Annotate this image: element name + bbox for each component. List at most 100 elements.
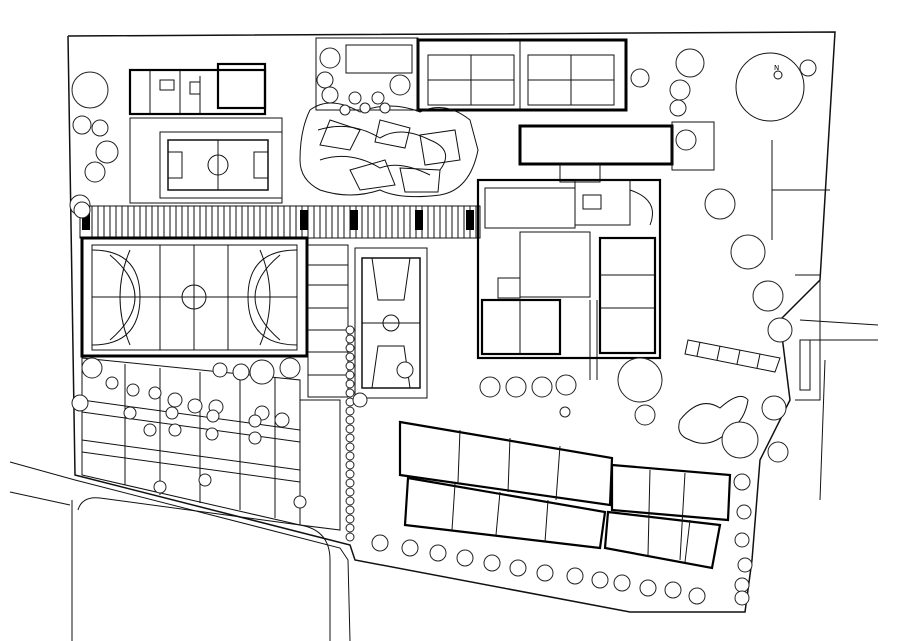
tree — [167, 392, 183, 408]
tree — [730, 234, 766, 270]
small-tree — [345, 514, 355, 524]
north-arrow: N — [735, 52, 805, 122]
tree — [143, 423, 157, 437]
street-outline — [9, 461, 351, 641]
tree — [559, 406, 571, 418]
small-tree — [345, 379, 355, 389]
tree — [799, 59, 817, 77]
tennis-courts — [416, 38, 628, 112]
tree — [348, 91, 362, 105]
tree — [752, 280, 784, 312]
tree — [613, 574, 631, 592]
tree — [483, 554, 501, 572]
upper-basketball-court — [129, 117, 283, 204]
tree — [479, 376, 501, 398]
tree — [389, 74, 411, 96]
tree — [509, 559, 527, 577]
tree — [664, 581, 682, 599]
small-tree — [345, 433, 355, 443]
tree — [105, 376, 119, 390]
tree — [733, 473, 751, 491]
small-tree — [345, 451, 355, 461]
tree — [123, 406, 137, 420]
main-sports-field — [80, 236, 309, 358]
small-tree — [345, 361, 355, 371]
tree — [168, 423, 182, 437]
small-tree — [345, 505, 355, 515]
landscape-garden — [299, 102, 479, 198]
seating-steps — [684, 339, 781, 373]
tree — [429, 544, 447, 562]
tree — [91, 119, 109, 137]
tree — [737, 557, 753, 573]
main-school-building — [476, 178, 662, 380]
tree — [767, 441, 789, 463]
tree — [71, 71, 109, 109]
site-boundary — [67, 31, 879, 613]
small-tree — [345, 442, 355, 452]
tree — [165, 406, 179, 420]
tree — [617, 357, 663, 403]
tree — [734, 532, 750, 548]
north-label: N — [774, 64, 779, 72]
small-tree — [345, 487, 355, 497]
tree — [531, 376, 553, 398]
tree — [555, 374, 577, 396]
tree — [249, 359, 275, 385]
tree — [401, 539, 419, 557]
tree — [248, 431, 262, 445]
changing-rooms-building — [128, 62, 268, 119]
tree — [95, 140, 119, 164]
parking-bays-east — [307, 244, 349, 398]
tree — [198, 473, 212, 487]
tree — [669, 99, 687, 117]
tree — [379, 102, 391, 114]
tree — [675, 48, 705, 78]
tree — [669, 79, 691, 101]
small-tree — [345, 460, 355, 470]
east-edge-structures — [771, 140, 830, 401]
tree — [721, 421, 759, 459]
tree — [206, 409, 220, 423]
tree — [734, 590, 750, 606]
small-tree — [345, 343, 355, 353]
small-tree — [345, 496, 355, 506]
tree — [734, 577, 750, 593]
classroom-wing — [398, 420, 732, 570]
tree — [396, 361, 414, 379]
tree — [371, 91, 385, 105]
tree — [126, 383, 140, 397]
tree — [359, 102, 371, 114]
trees — [69, 47, 817, 606]
tree — [316, 71, 334, 89]
tree — [456, 549, 474, 567]
tree — [352, 392, 368, 408]
tree — [274, 412, 290, 428]
tree — [566, 567, 584, 585]
tree — [293, 495, 307, 509]
tree — [319, 47, 341, 69]
tree — [84, 161, 106, 183]
tree — [736, 504, 752, 520]
tree — [767, 317, 793, 343]
tree — [591, 571, 609, 589]
tree — [675, 129, 697, 151]
tree — [339, 104, 351, 116]
tree — [153, 480, 167, 494]
tree — [634, 404, 656, 426]
tree — [505, 376, 527, 398]
tree — [205, 427, 219, 441]
tree — [279, 357, 301, 379]
tree — [81, 357, 103, 379]
tree — [187, 398, 203, 414]
small-tree — [345, 523, 355, 533]
tree — [72, 115, 92, 135]
small-tree — [345, 406, 355, 416]
pond-shape — [678, 395, 749, 444]
small-tree — [345, 388, 355, 398]
tree — [704, 188, 736, 220]
tree — [148, 386, 162, 400]
small-tree — [345, 424, 355, 434]
